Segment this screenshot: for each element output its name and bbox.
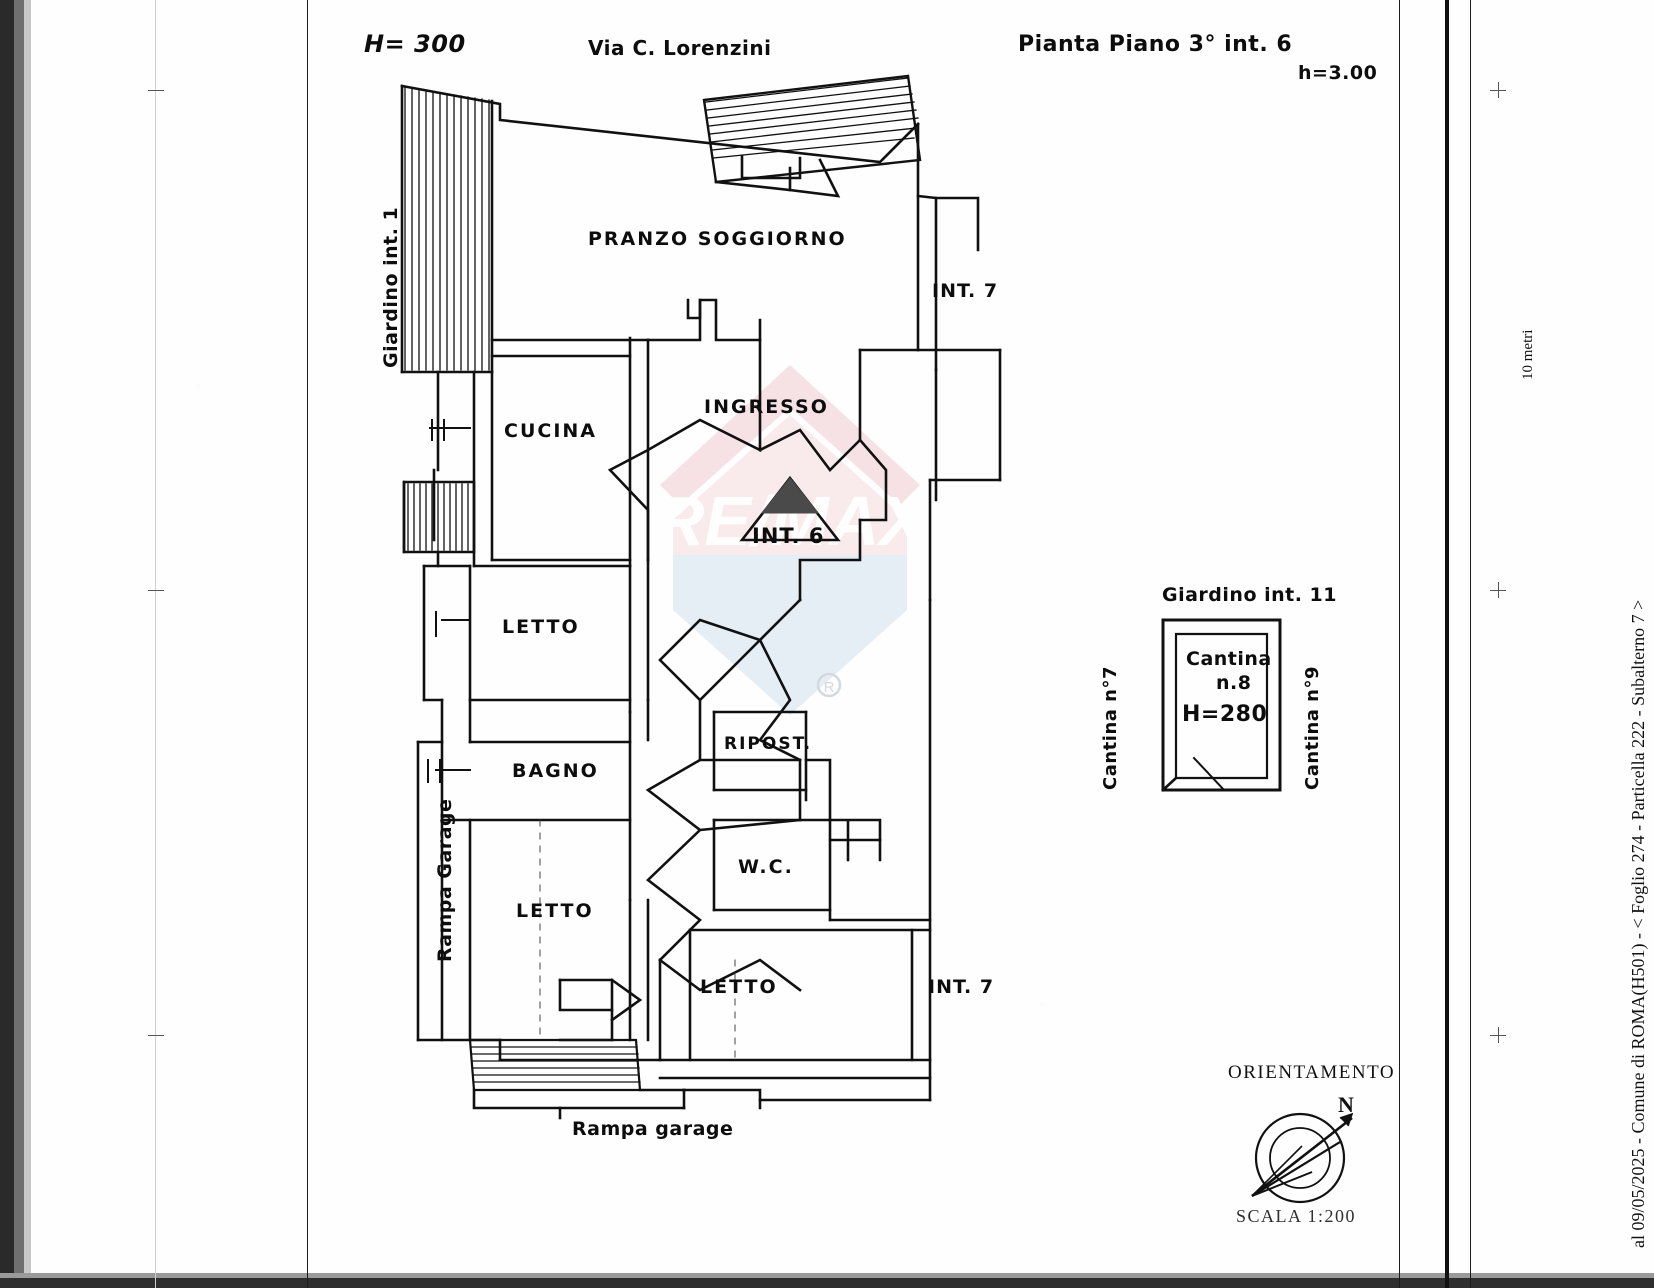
scan-edge-mid [14, 0, 24, 1288]
compass-title: ORIENTAMENTO [1228, 1062, 1396, 1083]
giardino-int11-label: Giardino int. 11 [1162, 584, 1338, 606]
reg-tick [148, 1035, 164, 1036]
scan-edge-dark [0, 0, 14, 1288]
reg-tick [148, 90, 164, 91]
plan-title: Pianta Piano 3° int. 6 [1018, 32, 1293, 57]
scan-edge-bottom-light [0, 1273, 1654, 1278]
rule-faint-a [155, 0, 156, 1288]
cantina-number-label: n.8 [1216, 672, 1252, 694]
room-label-ripostiglio: RIPOST. [724, 734, 813, 754]
compass-north-letter: N [1338, 1092, 1354, 1117]
plan-height-label: h=3.00 [1298, 62, 1378, 84]
height-left-label: H= 300 [364, 30, 466, 58]
street-label: Via C. Lorenzini [588, 36, 772, 60]
rampa-garage-side-label: Rampa Garage [434, 798, 456, 962]
room-label-letto-2: LETTO [516, 900, 594, 922]
reg-tick-v [1498, 82, 1499, 98]
rule-left [307, 0, 308, 1288]
compass-scale-note: SCALA 1:200 [1236, 1206, 1357, 1226]
reg-tick-v [1498, 1027, 1499, 1043]
reg-tick [148, 590, 164, 591]
cantina-height-label: H=280 [1182, 702, 1268, 727]
room-label-pranzo-soggiorno: PRANZO SOGGIORNO [588, 228, 847, 250]
int7-bottom-label: INT. 7 [928, 976, 995, 998]
rule-right-thick [1445, 0, 1449, 1288]
scale-label: 10 metri [1520, 329, 1536, 380]
footer-cadastral-reference: al 09/05/2025 - Comune di ROMA(H501) - <… [1628, 599, 1648, 1248]
cantina-name-label: Cantina [1186, 648, 1272, 670]
rule-right [1399, 0, 1400, 1288]
room-label-cucina: CUCINA [504, 420, 597, 442]
int7-top-label: INT. 7 [932, 280, 999, 302]
rule-right-thin [1470, 0, 1471, 1288]
room-label-letto-1: LETTO [502, 616, 580, 638]
reg-tick-v [1498, 582, 1499, 598]
room-label-ingresso: INGRESSO [704, 396, 829, 418]
cantina-n7-label: Cantina n°7 [1100, 665, 1121, 790]
scan-edge-light [24, 0, 31, 1288]
giardino-int1-label: Giardino int. 1 [380, 206, 402, 368]
scan-edge-bottom [0, 1278, 1654, 1288]
unit-marker-label: INT. 6 [752, 524, 825, 548]
room-label-letto-3: LETTO [700, 976, 778, 998]
cantina-n9-label: Cantina n°9 [1302, 665, 1323, 790]
room-label-wc: W.C. [738, 856, 794, 878]
room-label-bagno: BAGNO [512, 760, 599, 782]
rampa-garage-bottom-label: Rampa garage [572, 1118, 734, 1140]
